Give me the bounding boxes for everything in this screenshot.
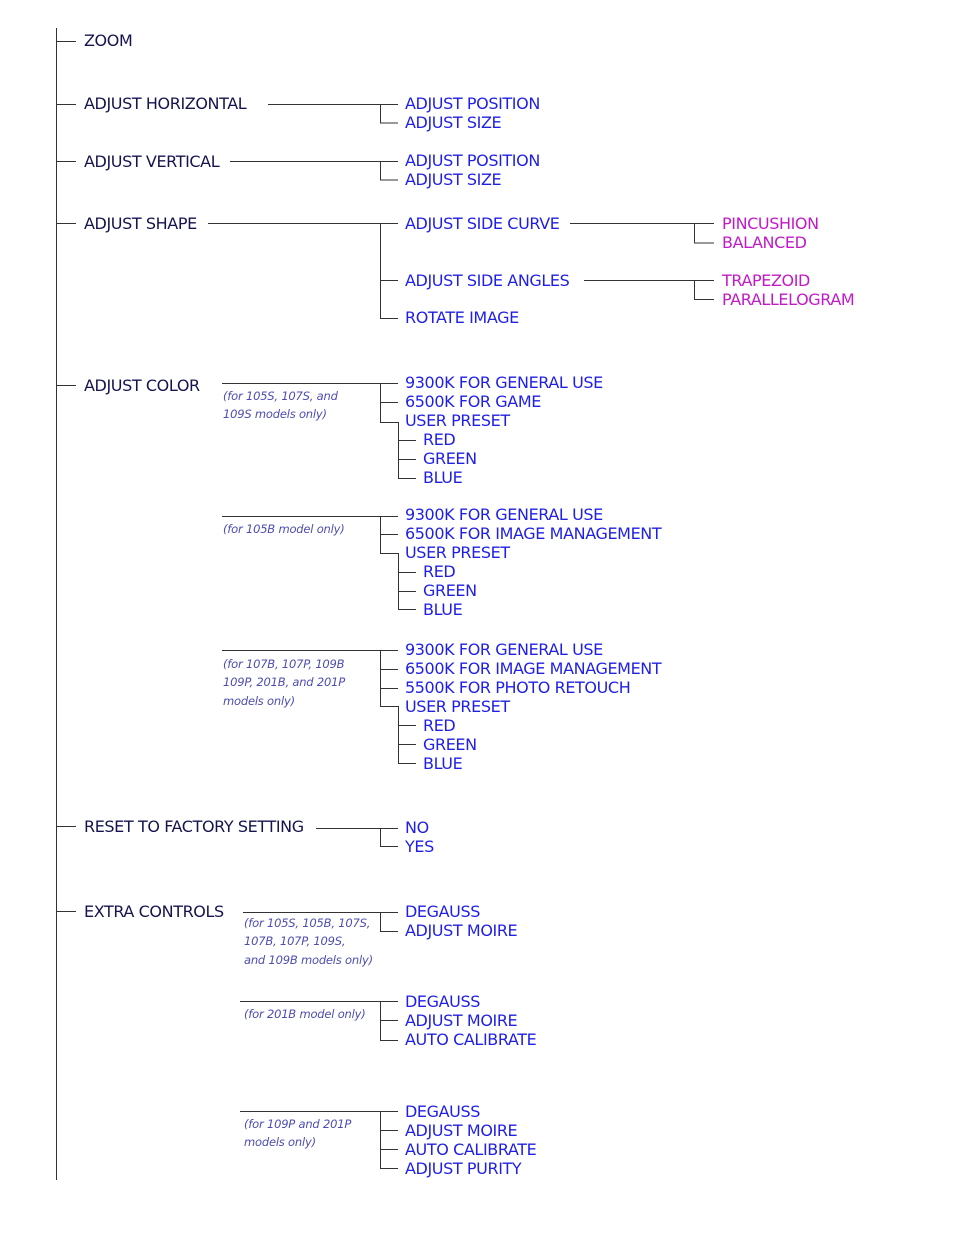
- color-group3-note-line1: (for 107B, 107P, 109B: [223, 657, 345, 671]
- menu-item-adjust-horizontal: ADJUST HORIZONTAL: [84, 94, 247, 113]
- shape-pincushion: PINCUSHION: [722, 214, 819, 233]
- extra-group3-item: ADJUST PURITY: [405, 1159, 522, 1178]
- color-group2-item: 6500K FOR IMAGE MANAGEMENT: [405, 524, 662, 543]
- menu-item-adjust-vertical: ADJUST VERTICAL: [84, 152, 220, 171]
- color-group1-item: 9300K FOR GENERAL USE: [405, 373, 603, 392]
- extra-group2-item: DEGAUSS: [405, 992, 480, 1011]
- color-group3-note-line2: 109P, 201B, and 201P: [223, 675, 345, 689]
- color-group3-item: 9300K FOR GENERAL USE: [405, 640, 603, 659]
- color-group3-item: 5500K FOR PHOTO RETOUCH: [405, 678, 631, 697]
- extra-group3-note-line2: models only): [244, 1135, 316, 1149]
- color-group2-preset-blue: BLUE: [423, 600, 463, 619]
- extra-group1-note-line2: 107B, 107P, 109S,: [244, 934, 346, 948]
- color-group2-preset-red: RED: [423, 562, 456, 581]
- color-group3-preset-blue: BLUE: [423, 754, 463, 773]
- color-group1-note-line2: 109S models only): [223, 407, 327, 421]
- menu-item-reset-factory: RESET TO FACTORY SETTING: [84, 817, 304, 836]
- shape-balanced: BALANCED: [722, 233, 807, 252]
- extra-group2-item: ADJUST MOIRE: [405, 1011, 518, 1030]
- extra-group2-note: (for 201B model only): [244, 1007, 366, 1021]
- color-group1-preset-red: RED: [423, 430, 456, 449]
- shape-parallelogram: PARALLELOGRAM: [722, 290, 855, 309]
- color-group2-preset-green: GREEN: [423, 581, 477, 600]
- color-group3-preset-red: RED: [423, 716, 456, 735]
- color-group1-preset-blue: BLUE: [423, 468, 463, 487]
- color-group2-note: (for 105B model only): [223, 522, 345, 536]
- reset-no: NO: [405, 818, 429, 837]
- extra-group1-item: DEGAUSS: [405, 902, 480, 921]
- color-group3-item: 6500K FOR IMAGE MANAGEMENT: [405, 659, 662, 678]
- horizontal-adjust-size: ADJUST SIZE: [405, 113, 502, 132]
- shape-adjust-side-curve: ADJUST SIDE CURVE: [405, 214, 560, 233]
- menu-item-zoom: ZOOM: [84, 31, 133, 50]
- horizontal-adjust-position: ADJUST POSITION: [405, 94, 540, 113]
- extra-group3-item: AUTO CALIBRATE: [405, 1140, 537, 1159]
- color-group3-preset-green: GREEN: [423, 735, 477, 754]
- shape-adjust-side-angles: ADJUST SIDE ANGLES: [405, 271, 570, 290]
- extra-group1-item: ADJUST MOIRE: [405, 921, 518, 940]
- shape-trapezoid: TRAPEZOID: [722, 271, 810, 290]
- color-group2-item: USER PRESET: [405, 543, 510, 562]
- extra-group2-item: AUTO CALIBRATE: [405, 1030, 537, 1049]
- vertical-adjust-size: ADJUST SIZE: [405, 170, 502, 189]
- color-group1-item: 6500K FOR GAME: [405, 392, 541, 411]
- color-group1-preset-green: GREEN: [423, 449, 477, 468]
- extra-group3-note-line1: (for 109P and 201P: [244, 1117, 352, 1131]
- color-group1-note-line1: (for 105S, 107S, and: [223, 389, 338, 403]
- menu-item-adjust-shape: ADJUST SHAPE: [84, 214, 197, 233]
- color-group1-item: USER PRESET: [405, 411, 510, 430]
- menu-item-extra-controls: EXTRA CONTROLS: [84, 902, 224, 921]
- menu-item-adjust-color: ADJUST COLOR: [84, 376, 200, 395]
- extra-group3-item: DEGAUSS: [405, 1102, 480, 1121]
- extra-group3-item: ADJUST MOIRE: [405, 1121, 518, 1140]
- extra-group1-note-line3: and 109B models only): [244, 953, 373, 967]
- vertical-adjust-position: ADJUST POSITION: [405, 151, 540, 170]
- color-group3-note-line3: models only): [223, 694, 295, 708]
- shape-rotate-image: ROTATE IMAGE: [405, 308, 519, 327]
- color-group3-item: USER PRESET: [405, 697, 510, 716]
- reset-yes: YES: [405, 837, 434, 856]
- color-group2-item: 9300K FOR GENERAL USE: [405, 505, 603, 524]
- extra-group1-note-line1: (for 105S, 105B, 107S,: [244, 916, 371, 930]
